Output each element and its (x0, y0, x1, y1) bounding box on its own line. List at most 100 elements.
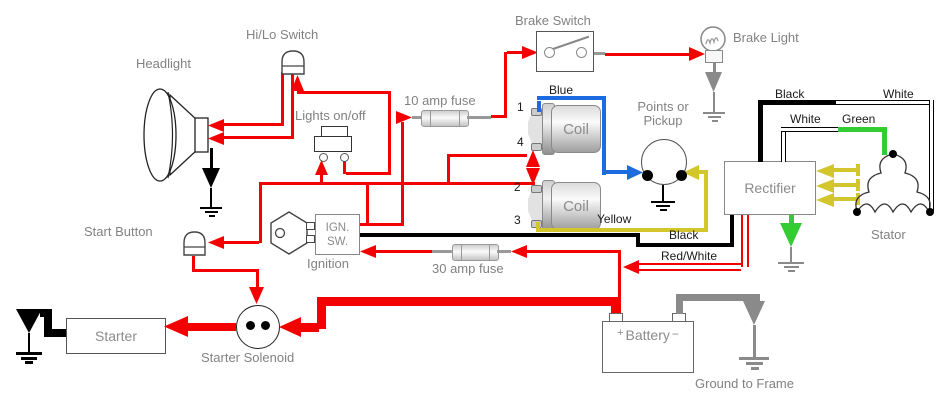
ground-symbol (712, 120, 718, 122)
wire-fuse10-brake-h1 (491, 115, 507, 118)
arrow-starter-ground (16, 309, 42, 333)
wire-yellow-h1 (536, 228, 708, 232)
lights-switch-body (314, 136, 352, 152)
solenoid-contact-left (246, 321, 255, 330)
wire-lights-feed-v (320, 174, 323, 185)
green-wire-label: Green (842, 112, 876, 126)
arrow-start-button (208, 236, 224, 249)
arrow-fuse10-feed (396, 111, 412, 124)
cable-starter-ground-h2 (40, 309, 46, 317)
wire-phase-1 (834, 168, 858, 172)
arrow-rectifier-phase-2 (816, 179, 834, 193)
brake-light-base (705, 50, 723, 63)
ground-frame-label: Ground to Frame (695, 376, 794, 391)
wire-frame-ground-thin (753, 325, 756, 357)
wire-ign-out (358, 223, 404, 226)
fuse30-label: 30 amp fuse (432, 261, 504, 276)
wire-stator-white-h (836, 100, 934, 105)
lights-switch-terminal-right (340, 153, 349, 162)
black-ign-wire-label: Black (669, 228, 699, 242)
wire-redwhite-v (741, 214, 749, 267)
wire-battery-plus-v (618, 250, 621, 316)
wire-fuse10-brake-v (504, 52, 507, 118)
wire-rect-white-v (781, 128, 786, 162)
fuse10-body (421, 110, 469, 127)
wire-lights-hilo-h2 (346, 172, 391, 175)
wire-button-h (192, 269, 259, 272)
yellow-wire-label: Yellow (597, 212, 632, 226)
lights-switch-label: Lights on/off (295, 108, 366, 123)
wire-stator-white-v (929, 100, 934, 211)
coil1-bracket (528, 108, 544, 148)
wire-rect-ground-thin (790, 247, 792, 262)
arrow-headlight-feed-1 (208, 119, 224, 132)
points-label-line1: Points or (637, 99, 689, 114)
wire-blue-h1 (537, 96, 606, 100)
wire-ign-trunk (259, 182, 535, 185)
starter-solenoid-circle (236, 305, 280, 349)
wire-black-trunk-jog (636, 233, 640, 247)
arrow-battery-ground (743, 301, 765, 325)
wire-blue-v2 (602, 96, 606, 175)
arrow-coil1-terminal4 (526, 150, 540, 167)
hilo-switch-label: Hi/Lo Switch (246, 27, 319, 42)
ground-symbol (708, 116, 721, 118)
coil2-terminal2-number: 2 (514, 180, 521, 194)
battery-minus-sign: − (671, 327, 679, 341)
arrow-headlight-feed-2 (208, 132, 224, 145)
wire-hilo-headlight-1 (224, 123, 284, 126)
fuse10-lead-right (467, 116, 491, 119)
ignition-switch-box: IGN. SW. (315, 214, 360, 255)
arrow-rectifier-ground (780, 223, 802, 247)
wire-black-trunk-h2 (640, 243, 734, 247)
ground-symbol (778, 262, 804, 264)
battery-box: + Battery − (602, 321, 694, 373)
wire-points-ground (662, 185, 664, 201)
points-contact-left (642, 170, 653, 181)
cable-starter-ground-v (44, 309, 52, 337)
wire-green-h (838, 127, 886, 132)
ground-symbol (25, 361, 33, 364)
ignition-box-line1: IGN. (325, 221, 350, 234)
wire-black-trunk-v (730, 214, 734, 247)
ground-symbol (205, 211, 218, 213)
starter-box: Starter (66, 318, 166, 354)
ground-symbol (21, 357, 37, 360)
wire-phase-3 (834, 197, 858, 201)
ground-symbol (703, 112, 725, 114)
wire-button-v2 (256, 269, 259, 287)
hilo-switch-icon (281, 50, 305, 75)
cable-to-solenoid (301, 323, 319, 332)
starter-solenoid-label: Starter Solenoid (201, 350, 295, 365)
white-rect-label: White (790, 112, 821, 126)
wire-lights-hilo-v (388, 91, 391, 175)
coil1-body: Coil (551, 105, 601, 153)
stator-icon (853, 150, 934, 216)
fuse10-label: 10 amp fuse (404, 93, 476, 108)
ignition-label: Ignition (307, 256, 349, 271)
wire-lights-hilo-h (297, 91, 391, 94)
arrow-solenoid-power (279, 317, 301, 337)
wire-phase-2-end (856, 179, 860, 191)
wire-brake-ground-thin (713, 92, 715, 112)
ground-symbol (751, 367, 759, 370)
fuse30-lead-right (497, 250, 511, 253)
cable-battery-post (611, 303, 620, 315)
start-button-icon (183, 231, 206, 256)
wire-brake-light-ground (713, 63, 716, 72)
points-label-line2: Pickup (643, 113, 683, 128)
fuse10-lead-left (412, 116, 421, 119)
wire-brake-light (605, 53, 689, 56)
arrow-30amp-feed (511, 245, 527, 258)
wire-yellow-h2 (698, 170, 706, 174)
arrow-ign-30amp (360, 245, 376, 258)
wire-headlight-ground-thin (210, 188, 212, 207)
battery-post-positive (609, 313, 623, 322)
wire-rect-white-h (781, 127, 838, 132)
brake-switch-label: Brake Switch (515, 13, 591, 28)
cable-battery-h (317, 297, 620, 306)
brake-light-label: Brake Light (733, 30, 799, 45)
ground-symbol (651, 201, 675, 203)
stator-label: Stator (871, 227, 906, 242)
